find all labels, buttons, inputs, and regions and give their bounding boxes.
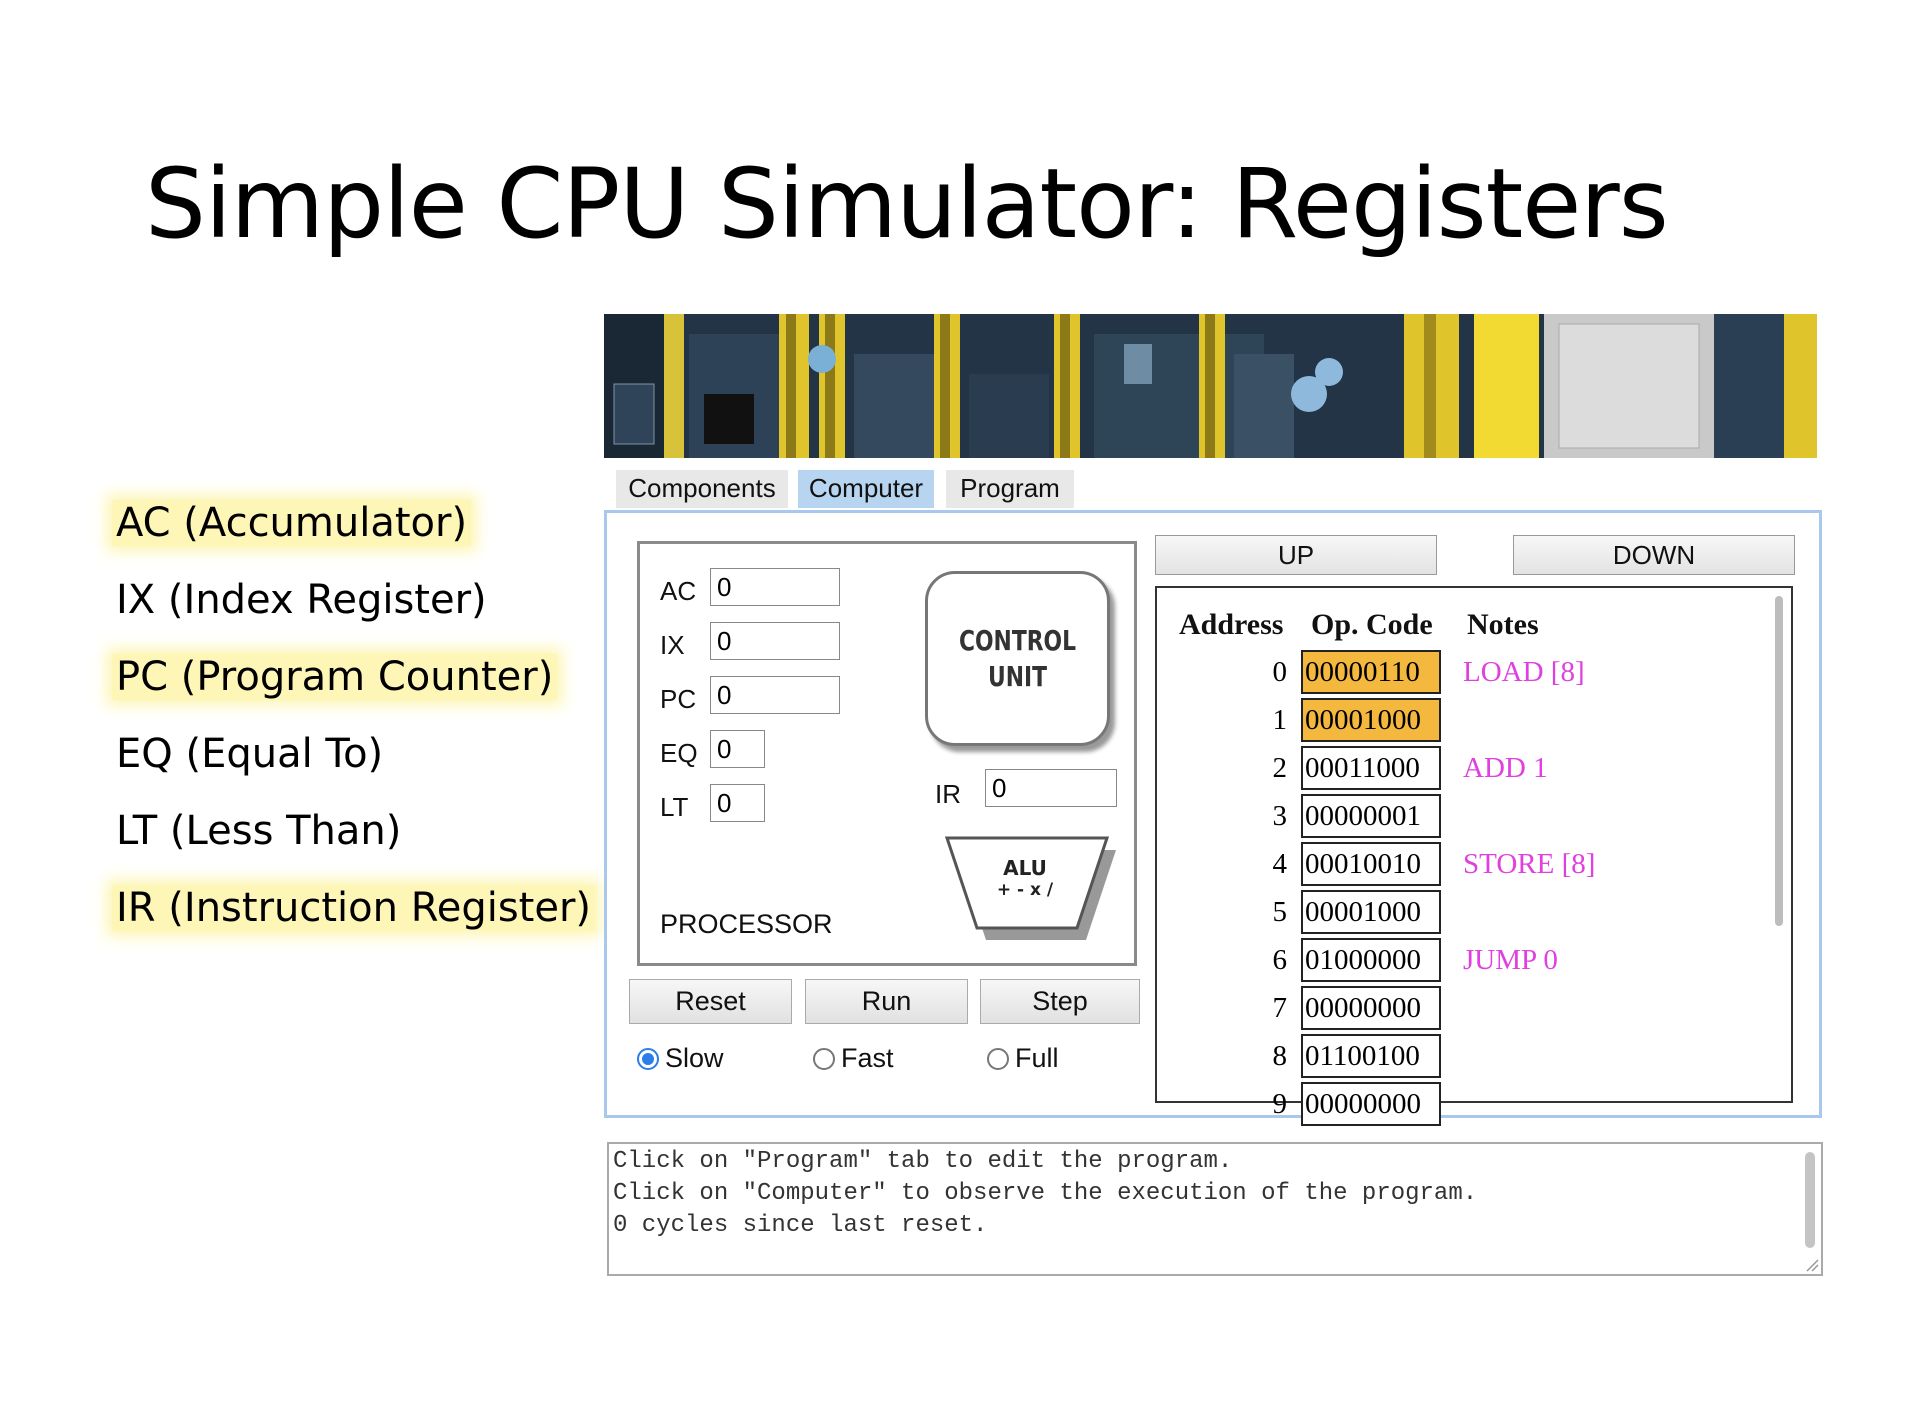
- lt-input[interactable]: [710, 784, 765, 822]
- lt-label: LT: [660, 792, 689, 822]
- speed-slow-radio[interactable]: Slow: [637, 1043, 724, 1074]
- radio-unselected-icon: [987, 1048, 1009, 1070]
- legend-item-pc: PC (Program Counter): [112, 644, 595, 721]
- console-output[interactable]: Click on "Program" tab to edit the progr…: [607, 1142, 1823, 1276]
- slide-title: Simple CPU Simulator: Registers: [145, 148, 1669, 260]
- reset-button[interactable]: Reset: [629, 979, 792, 1024]
- tab-computer[interactable]: Computer: [798, 470, 934, 508]
- memory-address: 1: [1272, 704, 1288, 736]
- resize-grip-icon[interactable]: [1805, 1258, 1819, 1272]
- pc-label: PC: [660, 684, 697, 714]
- alu-ops-label: + - x /: [996, 880, 1054, 900]
- console-line: Click on "Computer" to observe the execu…: [613, 1180, 1478, 1207]
- notes-header: Notes: [1467, 608, 1539, 641]
- radio-selected-icon: [637, 1048, 659, 1070]
- memory-address: 3: [1272, 800, 1288, 832]
- tab-program[interactable]: Program: [946, 470, 1074, 508]
- memory-row: 2 00011000 ADD 1: [1157, 746, 1791, 794]
- memory-opcode[interactable]: 00011000: [1301, 746, 1441, 790]
- memory-note: JUMP 0: [1463, 944, 1558, 976]
- memory-opcode[interactable]: 00000001: [1301, 794, 1441, 838]
- processor-box: AC IX PC EQ LT CONTROL UNIT IR ALU + - x…: [637, 541, 1137, 966]
- memory-opcode[interactable]: 01100100: [1301, 1034, 1441, 1078]
- ir-label: IR: [935, 779, 961, 809]
- memory-row: 9 00000000: [1157, 1082, 1791, 1130]
- legend-item-ac: AC (Accumulator): [112, 490, 595, 567]
- ac-input[interactable]: [710, 568, 840, 606]
- computer-panel: AC IX PC EQ LT CONTROL UNIT IR ALU + - x…: [604, 510, 1822, 1126]
- legend-item-eq: EQ (Equal To): [116, 731, 384, 777]
- memory-note: LOAD [8]: [1463, 656, 1585, 688]
- address-header: Address: [1179, 608, 1284, 641]
- console-line: Click on "Program" tab to edit the progr…: [613, 1148, 1233, 1175]
- memory-row: 4 00010010 STORE [8]: [1157, 842, 1791, 890]
- console-line: 0 cycles since last reset.: [613, 1212, 988, 1239]
- memory-address: 4: [1272, 848, 1288, 880]
- run-button[interactable]: Run: [805, 979, 968, 1024]
- memory-note: ADD 1: [1463, 752, 1548, 784]
- memory-row: 5 00001000: [1157, 890, 1791, 938]
- speed-fast-radio[interactable]: Fast: [813, 1043, 894, 1074]
- pc-input[interactable]: [710, 676, 840, 714]
- memory-opcode[interactable]: 00000000: [1301, 986, 1441, 1030]
- ir-input[interactable]: [985, 769, 1117, 807]
- radio-unselected-icon: [813, 1048, 835, 1070]
- opcode-header: Op. Code: [1311, 608, 1433, 641]
- eq-input[interactable]: [710, 730, 765, 768]
- memory-row: 8 01100100: [1157, 1034, 1791, 1082]
- memory-address: 6: [1272, 944, 1288, 976]
- motherboard-banner-image: [604, 314, 1817, 458]
- control-unit-label-2: UNIT: [987, 660, 1048, 693]
- memory-note: STORE [8]: [1463, 848, 1596, 880]
- processor-label: PROCESSOR: [660, 909, 833, 939]
- legend-item-ix: IX (Index Register): [116, 577, 487, 623]
- alu: ALU + - x /: [944, 834, 1120, 944]
- eq-label: EQ: [660, 738, 698, 768]
- alu-shape: [944, 836, 1116, 940]
- memory-scrollbar[interactable]: [1775, 596, 1783, 926]
- memory-opcode[interactable]: 00001000: [1301, 890, 1441, 934]
- memory-opcode[interactable]: 01000000: [1301, 938, 1441, 982]
- memory-down-button[interactable]: DOWN: [1513, 535, 1795, 575]
- memory-address: 5: [1272, 896, 1288, 928]
- ix-input[interactable]: [710, 622, 840, 660]
- control-unit: CONTROL UNIT: [925, 571, 1110, 746]
- memory-opcode[interactable]: 00000110: [1301, 650, 1441, 694]
- tab-components[interactable]: Components: [616, 470, 788, 508]
- memory-table: Address Op. Code Notes 0 00000110 LOAD […: [1155, 586, 1793, 1126]
- register-legend: AC (Accumulator) IX (Index Register) PC …: [112, 490, 595, 952]
- speed-full-radio[interactable]: Full: [987, 1043, 1059, 1074]
- memory-opcode[interactable]: 00000000: [1301, 1082, 1441, 1126]
- ix-label: IX: [660, 630, 685, 660]
- memory-up-button[interactable]: UP: [1155, 535, 1437, 575]
- memory-row: 7 00000000: [1157, 986, 1791, 1034]
- legend-item-lt: LT (Less Than): [116, 808, 402, 854]
- memory-row: 6 01000000 JUMP 0: [1157, 938, 1791, 986]
- memory-row: 0 00000110 LOAD [8]: [1157, 650, 1791, 698]
- control-unit-label-1: CONTROL: [958, 624, 1077, 657]
- console-scrollbar[interactable]: [1805, 1152, 1815, 1248]
- alu-label: ALU: [1003, 856, 1047, 880]
- memory-address: 0: [1272, 656, 1288, 688]
- memory-address: 2: [1272, 752, 1288, 784]
- memory-address: 9: [1272, 1088, 1288, 1120]
- memory-row: 3 00000001: [1157, 794, 1791, 842]
- memory-row: 1 00001000: [1157, 698, 1791, 746]
- memory-opcode[interactable]: 00010010: [1301, 842, 1441, 886]
- memory-address: 8: [1272, 1040, 1288, 1072]
- ac-label: AC: [660, 576, 697, 606]
- memory-opcode[interactable]: 00001000: [1301, 698, 1441, 742]
- legend-item-ir: IR (Instruction Register): [112, 875, 595, 952]
- memory-address: 7: [1272, 992, 1288, 1024]
- step-button[interactable]: Step: [980, 979, 1140, 1024]
